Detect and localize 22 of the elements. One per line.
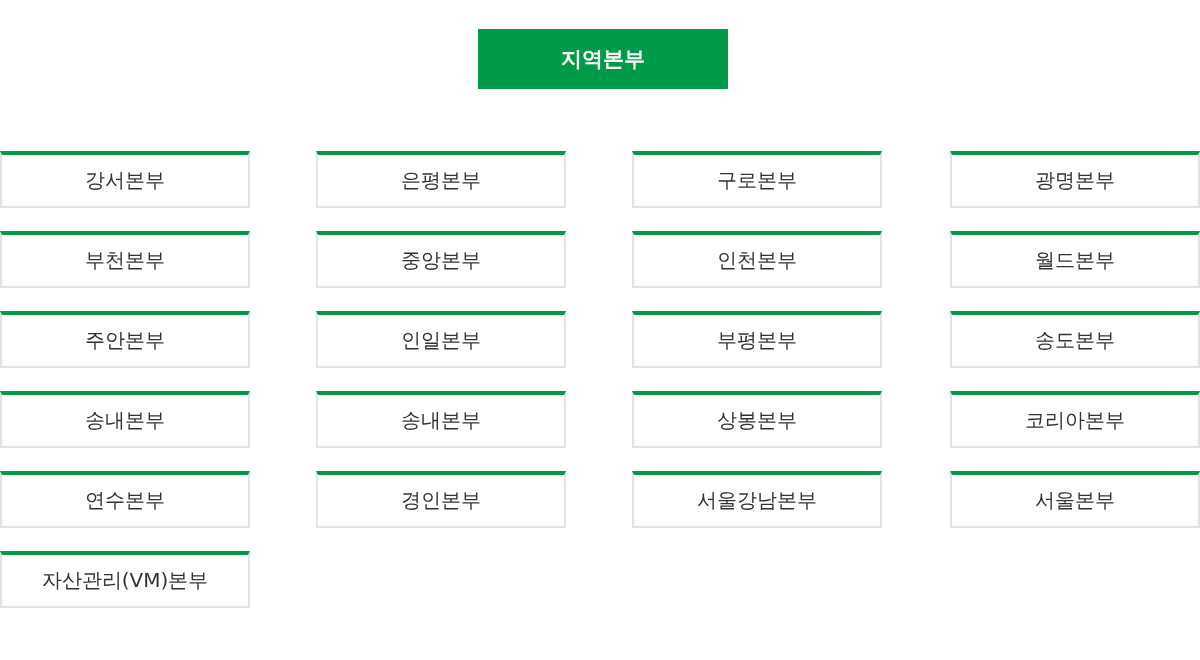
unit-box: 송도본부	[950, 311, 1200, 368]
unit-box: 부천본부	[0, 231, 250, 288]
unit-box: 코리아본부	[950, 391, 1200, 448]
unit-box: 인천본부	[632, 231, 882, 288]
unit-box: 부평본부	[632, 311, 882, 368]
header-box: 지역본부	[478, 29, 728, 89]
unit-box: 강서본부	[0, 151, 250, 208]
unit-box: 중앙본부	[316, 231, 566, 288]
unit-box: 자산관리(VM)본부	[0, 551, 250, 608]
unit-box: 광명본부	[950, 151, 1200, 208]
unit-box: 상봉본부	[632, 391, 882, 448]
unit-box: 서울본부	[950, 471, 1200, 528]
unit-box: 월드본부	[950, 231, 1200, 288]
unit-box: 경인본부	[316, 471, 566, 528]
unit-box: 송내본부	[316, 391, 566, 448]
unit-box: 송내본부	[0, 391, 250, 448]
unit-box: 서울강남본부	[632, 471, 882, 528]
unit-box: 은평본부	[316, 151, 566, 208]
unit-box: 구로본부	[632, 151, 882, 208]
unit-box: 연수본부	[0, 471, 250, 528]
unit-box: 주안본부	[0, 311, 250, 368]
unit-box: 인일본부	[316, 311, 566, 368]
